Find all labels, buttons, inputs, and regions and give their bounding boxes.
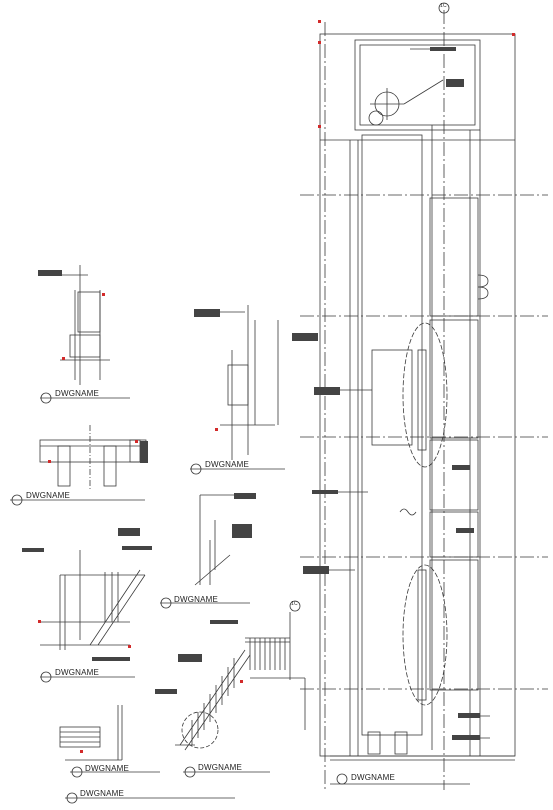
detail-4 (59, 705, 235, 804)
drawing-title-9: DWGNAME (351, 773, 396, 782)
dimension-ticks (38, 20, 515, 753)
circle-section-marker-icon (66, 792, 78, 804)
grid-bubble-icon (289, 600, 301, 612)
circle-section-marker-icon (71, 766, 83, 778)
circle-section-marker-icon (40, 671, 52, 683)
circle-section-marker-icon (11, 494, 23, 506)
detail-7 (175, 600, 306, 778)
drawing-title-3: DWGNAME (55, 668, 100, 677)
detail-5 (190, 305, 285, 475)
detail-6 (160, 494, 250, 609)
drawing-title-8: DWGNAME (198, 763, 243, 772)
circle-section-marker-icon (190, 463, 202, 475)
main-elevation (300, 2, 548, 790)
grid-label-top: 1C (440, 3, 447, 9)
drawing-title-6: DWGNAME (205, 460, 250, 469)
drawing-title-7: DWGNAME (174, 595, 219, 604)
drawing-title-4: DWGNAME (85, 764, 130, 773)
circle-section-marker-icon (160, 597, 172, 609)
circle-section-marker-icon (336, 773, 348, 785)
circle-section-marker-icon (40, 392, 52, 404)
detail-1 (40, 265, 130, 404)
detail-3 (40, 550, 146, 683)
drawing-title-1: DWGNAME (55, 389, 100, 398)
stair-balusters (191, 638, 286, 745)
grid-label-stair: 1C (291, 601, 298, 607)
grid-bubble-icon (438, 2, 450, 14)
drawing-title-5: DWGNAME (80, 789, 125, 798)
circle-section-marker-icon (184, 766, 196, 778)
annotation-blocks (22, 47, 480, 740)
drawing-title-2: DWGNAME (26, 491, 71, 500)
